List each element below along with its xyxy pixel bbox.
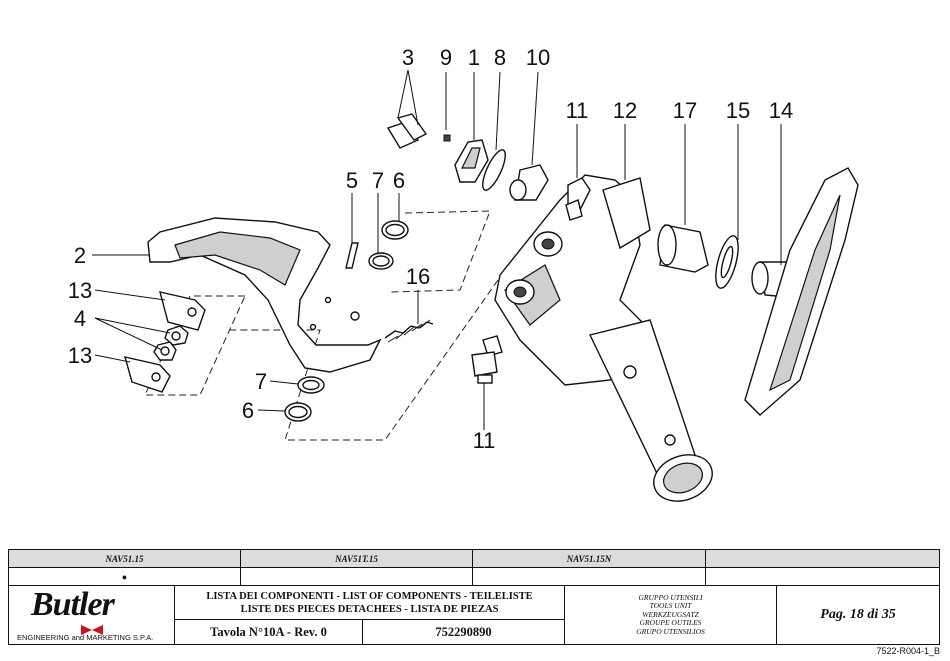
- ring-7-lower: [297, 376, 325, 394]
- callout-14: 14: [769, 98, 793, 123]
- washer-6-upper: [381, 220, 409, 240]
- pedal-lever: [147, 217, 382, 373]
- tool-group-fr: GROUPE OUTILES: [639, 618, 702, 628]
- washer-6-lower: [284, 402, 312, 422]
- exploded-parts-drawing: 3 9 1 8 10 11 12 17 15 14 5 7 6 16 2 13 …: [68, 45, 859, 502]
- stud-11-upper: [565, 177, 591, 221]
- bow-tie-icon: [81, 625, 103, 635]
- model-col-2: NAV51T.15: [241, 550, 473, 568]
- component-list-heading: LISTA DEI COMPONENTI - LIST OF COMPONENT…: [175, 586, 565, 620]
- model-col-1: NAV51.15: [9, 550, 241, 568]
- callout-3: 3: [402, 45, 414, 70]
- screws: [386, 113, 451, 149]
- callout-15: 15: [726, 98, 750, 123]
- model-col-3: NAV51.15N: [473, 550, 706, 568]
- tool-body: [494, 174, 713, 502]
- callout-13-lower: 13: [68, 343, 92, 368]
- assembly-line-upper: [389, 210, 491, 293]
- component-list-line-1: LISTA DEI COMPONENTI - LIST OF COMPONENT…: [206, 590, 533, 602]
- callout-7-lower: 7: [255, 369, 267, 394]
- callout-17: 17: [673, 98, 697, 123]
- table-number: Tavola N°10A - Rev. 0: [175, 620, 363, 644]
- callout-16: 16: [406, 264, 430, 289]
- page-number: Pag. 18 di 35: [820, 607, 896, 622]
- tool-disc: [744, 167, 859, 416]
- tool-group-de: WERKZEUGSATZ: [642, 609, 699, 619]
- brand-subtitle: ENGINEERING and MARKETING S.P.A.: [17, 633, 154, 642]
- spring: [384, 319, 434, 343]
- nut-4: [153, 325, 189, 361]
- callout-6-lower: 6: [242, 398, 254, 423]
- callout-1: 1: [468, 45, 480, 70]
- callout-4: 4: [74, 306, 86, 331]
- bushing-17: [657, 224, 709, 273]
- grease-nipple-11: [471, 335, 503, 384]
- callout-5: 5: [346, 168, 358, 193]
- title-block: NAV51.15 NAV51T.15 NAV51.15N ● Butler EN…: [8, 549, 940, 645]
- tool-group: GRUPPO UTENSILI TOOLS UNIT WERKZEUGSATZ …: [565, 586, 777, 644]
- assembly-line-left: [144, 295, 246, 396]
- component-list-line-2: LISTE DES PIECES DETACHEES - LISTA DE PI…: [240, 603, 499, 615]
- callout-2: 2: [74, 243, 86, 268]
- tool-group-it: GRUPPO UTENSILI: [638, 592, 703, 602]
- document-reference: 7522-R004-1_B: [876, 646, 940, 656]
- callout-9: 9: [440, 45, 452, 70]
- part-code: 752290890: [363, 620, 565, 644]
- pin: [345, 242, 359, 269]
- bracket-13-lower: [124, 356, 171, 393]
- callout-13-upper: 13: [68, 278, 92, 303]
- tool-group-es: GRUPO UTENSILIOS: [636, 626, 705, 636]
- bracket-13-upper: [159, 291, 206, 331]
- callout-7-upper: 7: [372, 168, 384, 193]
- ring-7-upper: [368, 252, 394, 270]
- applicability-col-3: [473, 568, 706, 586]
- model-col-4: [706, 550, 939, 568]
- applicability-col-2: [241, 568, 473, 586]
- applicability-col-4: [706, 568, 939, 586]
- callout-6-upper: 6: [393, 168, 405, 193]
- cam: [454, 139, 489, 183]
- callout-12: 12: [613, 98, 637, 123]
- brand-name: Butler: [31, 586, 115, 623]
- applicability-col-1: ●: [9, 568, 241, 586]
- washer-15: [715, 235, 739, 289]
- callout-10: 10: [526, 45, 550, 70]
- callout-11-lower: 11: [473, 428, 496, 453]
- callout-11-upper: 11: [566, 98, 589, 123]
- brand-logo: Butler ENGINEERING and MARKETING S.P.A.: [9, 586, 175, 644]
- washer-8: [482, 149, 506, 191]
- callout-8: 8: [494, 45, 506, 70]
- tool-group-en: TOOLS UNIT: [649, 601, 692, 611]
- bushing-10: [509, 164, 549, 201]
